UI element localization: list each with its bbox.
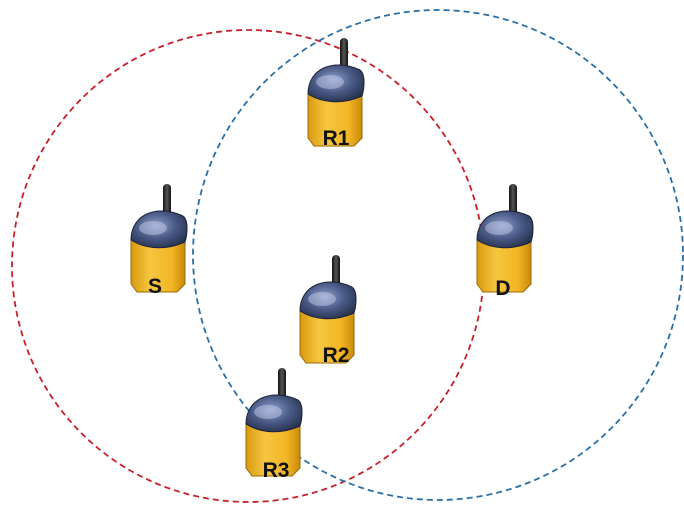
node-d-label: D xyxy=(495,277,510,300)
radio-icon xyxy=(476,183,534,293)
destination-range-circle xyxy=(192,9,684,501)
node-d[interactable]: D xyxy=(476,183,534,300)
node-r1[interactable]: R1 xyxy=(307,37,365,150)
node-s[interactable]: S xyxy=(130,183,188,298)
node-r3-label: R3 xyxy=(263,459,290,482)
node-r2[interactable]: R2 xyxy=(299,254,357,367)
node-r1-label: R1 xyxy=(323,127,350,150)
node-s-label: S xyxy=(148,275,162,298)
node-r2-label: R2 xyxy=(323,344,350,367)
node-r3[interactable]: R3 xyxy=(245,367,303,482)
